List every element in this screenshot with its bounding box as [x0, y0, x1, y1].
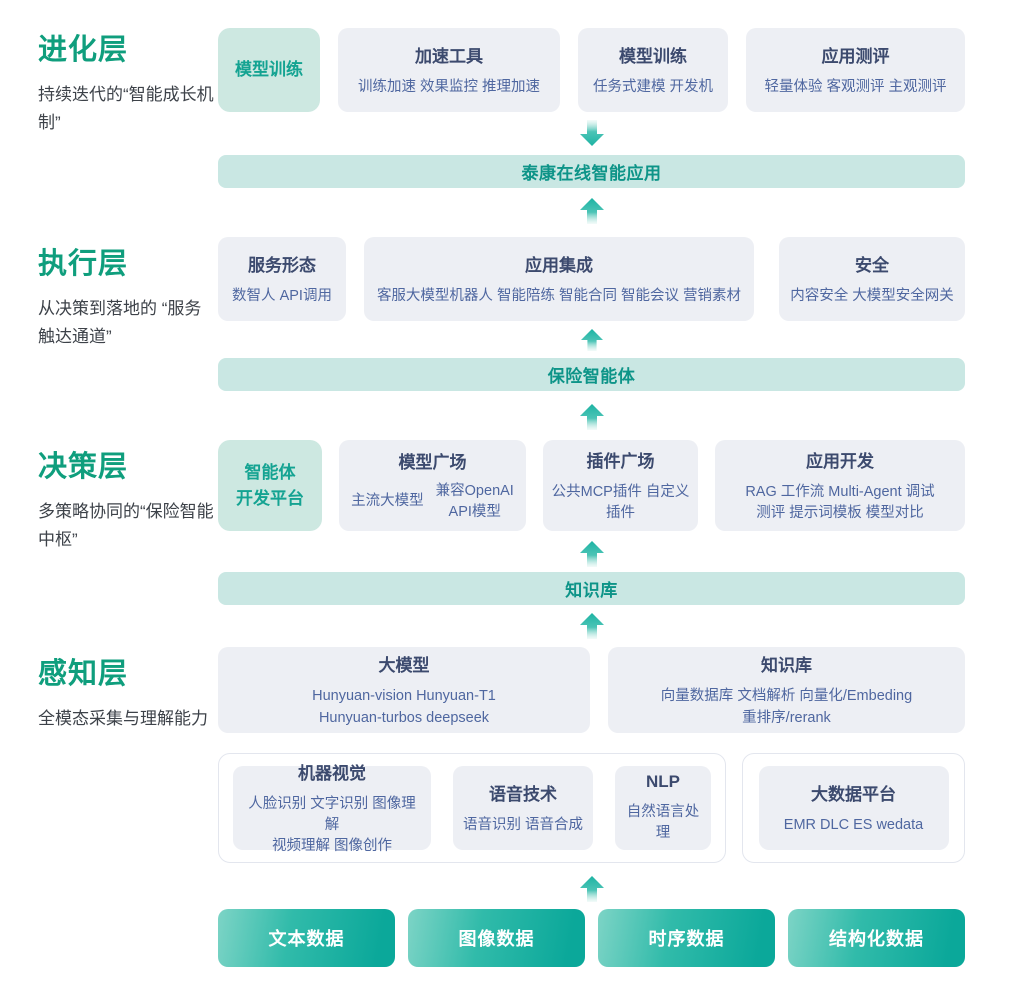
card-item: 主流大模型 — [351, 493, 424, 510]
layer-subtitle-evolution: 持续迭代的“智能成长机制” — [38, 85, 214, 132]
perception-cards-row-2: 机器视觉 人脸识别 文字识别 图像理解 视频理解 图像创作 语音技术 语音识别 … — [218, 753, 965, 863]
card-title: 模型训练 — [235, 60, 303, 80]
execution-cards-row: 服务形态 数智人 API调用 应用集成 客服大模型机器人 智能陪练 智能合同 智… — [218, 237, 965, 321]
up-arrow-icon — [579, 198, 604, 224]
card-items: 向量数据库 文档解析 向量化/Embeding 重排序/rerank — [660, 688, 913, 726]
layer-label-perception: 感知层 全模态采集与理解能力 — [38, 650, 216, 733]
card-machine-vision: 机器视觉 人脸识别 文字识别 图像理解 视频理解 图像创作 — [233, 764, 431, 854]
card-title: 语音技术 — [489, 784, 557, 804]
up-arrow-icon — [579, 404, 604, 430]
card-title: 插件广场 — [586, 451, 655, 471]
card-title: 大模型 — [378, 656, 430, 676]
card-service-forms: 服务形态 数智人 API调用 — [218, 237, 346, 321]
card-knowledge-base: 知识库 向量数据库 文档解析 向量化/Embeding 重排序/rerank — [608, 647, 965, 733]
card-title: 模型广场 — [398, 452, 467, 472]
up-arrow-icon — [579, 613, 604, 639]
pill-label: 结构化数据 — [829, 929, 924, 949]
bar-label: 知识库 — [565, 581, 618, 600]
card-title: 应用集成 — [525, 255, 593, 275]
card-agent-dev-platform: 智能体 开发平台 — [218, 440, 322, 531]
up-arrow-icon — [579, 876, 604, 902]
pill-structured-data: 结构化数据 — [788, 909, 965, 967]
card-title: 安全 — [855, 255, 889, 275]
card-items: Hunyuan-vision Hunyuan-T1 Hunyuan-turbos… — [312, 688, 496, 726]
layer-title-perception: 感知层 — [38, 658, 129, 690]
bar-label: 泰康在线智能应用 — [521, 164, 662, 183]
card-title: 应用开发 — [806, 451, 874, 471]
card-model-training-platform: 模型训练 — [218, 28, 320, 112]
layer-title-evolution: 进化层 — [38, 34, 129, 66]
card-items-row: 主流大模型 兼容OpenAI API模型 — [351, 481, 514, 523]
card-speech-tech: 语音技术 语音识别 语音合成 — [453, 766, 593, 850]
up-arrow-icon — [580, 329, 603, 351]
pill-timeseries-data: 时序数据 — [598, 909, 775, 967]
bar-knowledge-base: 知识库 — [218, 572, 965, 605]
card-accel-tools: 加速工具 训练加速 效果监控 推理加速 — [338, 28, 560, 112]
card-items: 公共MCP插件 自定义插件 — [551, 483, 690, 521]
layer-label-decision: 决策层 多策略协同的“保险智能中枢” — [38, 443, 216, 553]
ai-capability-group: 机器视觉 人脸识别 文字识别 图像理解 视频理解 图像创作 语音技术 语音识别 … — [218, 753, 726, 863]
card-item: 兼容OpenAI API模型 — [435, 482, 514, 520]
card-title: 大数据平台 — [811, 784, 896, 804]
layer-title-execution: 执行层 — [38, 248, 129, 280]
data-sources-row: 文本数据 图像数据 时序数据 结构化数据 — [218, 909, 965, 967]
card-title: 模型训练 — [619, 46, 687, 66]
pill-label: 文本数据 — [268, 929, 345, 949]
card-title: 智能体 开发平台 — [236, 463, 304, 508]
card-model-training: 模型训练 任务式建模 开发机 — [578, 28, 728, 112]
card-items: EMR DLC ES wedata — [783, 816, 924, 833]
bar-insurance-agent: 保险智能体 — [218, 358, 965, 391]
evolution-cards-row: 模型训练 加速工具 训练加速 效果监控 推理加速 模型训练 任务式建模 开发机 … — [218, 28, 965, 112]
card-items: 人脸识别 文字识别 图像理解 视频理解 图像创作 — [248, 795, 416, 855]
perception-cards-row-1: 大模型 Hunyuan-vision Hunyuan-T1 Hunyuan-tu… — [218, 647, 965, 733]
card-items: 客服大模型机器人 智能陪练 智能合同 智能会议 营销素材 — [376, 287, 742, 304]
layer-subtitle-perception: 全模态采集与理解能力 — [38, 709, 208, 728]
card-items: 任务式建模 开发机 — [592, 78, 714, 95]
card-nlp: NLP 自然语言处理 — [615, 766, 711, 850]
layer-label-evolution: 进化层 持续迭代的“智能成长机制” — [38, 26, 216, 136]
bigdata-group: 大数据平台 EMR DLC ES wedata — [742, 753, 965, 863]
card-title: 加速工具 — [415, 46, 483, 66]
card-llm: 大模型 Hunyuan-vision Hunyuan-T1 Hunyuan-tu… — [218, 647, 590, 733]
card-items: RAG 工作流 Multi-Agent 调试 测评 提示词模板 模型对比 — [745, 483, 935, 521]
pill-label: 时序数据 — [648, 929, 725, 949]
card-title: NLP — [646, 771, 680, 791]
card-app-integration: 应用集成 客服大模型机器人 智能陪练 智能合同 智能会议 营销素材 — [364, 237, 754, 321]
card-items: 轻量体验 客观测评 主观测评 — [764, 78, 947, 95]
layer-subtitle-execution: 从决策到落地的 “服务触达通道” — [38, 299, 202, 346]
card-items: 数智人 API调用 — [232, 287, 332, 304]
diagram-main-column: 模型训练 加速工具 训练加速 效果监控 推理加速 模型训练 任务式建模 开发机 … — [218, 0, 965, 967]
card-items: 自然语言处理 — [626, 803, 700, 841]
card-title: 知识库 — [761, 656, 812, 676]
layer-subtitle-decision: 多策略协同的“保险智能中枢” — [38, 502, 214, 549]
card-bigdata-platform: 大数据平台 EMR DLC ES wedata — [758, 766, 949, 850]
card-items: 内容安全 大模型安全网关 — [790, 287, 954, 304]
card-app-eval: 应用测评 轻量体验 客观测评 主观测评 — [746, 28, 965, 112]
card-security: 安全 内容安全 大模型安全网关 — [779, 237, 965, 321]
pill-text-data: 文本数据 — [218, 909, 395, 967]
down-arrow-icon — [579, 120, 604, 146]
bar-label: 保险智能体 — [547, 367, 636, 386]
card-title: 服务形态 — [248, 255, 316, 275]
card-title: 应用测评 — [821, 46, 890, 66]
layer-label-execution: 执行层 从决策到落地的 “服务触达通道” — [38, 240, 216, 350]
pill-image-data: 图像数据 — [408, 909, 585, 967]
card-model-square: 模型广场 主流大模型 兼容OpenAI API模型 — [339, 440, 526, 531]
up-arrow-icon — [579, 541, 604, 567]
card-items: 训练加速 效果监控 推理加速 — [357, 78, 541, 95]
card-app-dev: 应用开发 RAG 工作流 Multi-Agent 调试 测评 提示词模板 模型对… — [715, 440, 965, 531]
card-title: 机器视觉 — [298, 763, 366, 783]
card-items: 语音识别 语音合成 — [462, 816, 584, 833]
layer-title-decision: 决策层 — [38, 451, 129, 483]
bar-taikang-smart-app: 泰康在线智能应用 — [218, 155, 965, 188]
decision-cards-row: 智能体 开发平台 模型广场 主流大模型 兼容OpenAI API模型 插件广场 … — [218, 440, 965, 531]
pill-label: 图像数据 — [458, 929, 535, 949]
card-plugin-square: 插件广场 公共MCP插件 自定义插件 — [543, 440, 698, 531]
